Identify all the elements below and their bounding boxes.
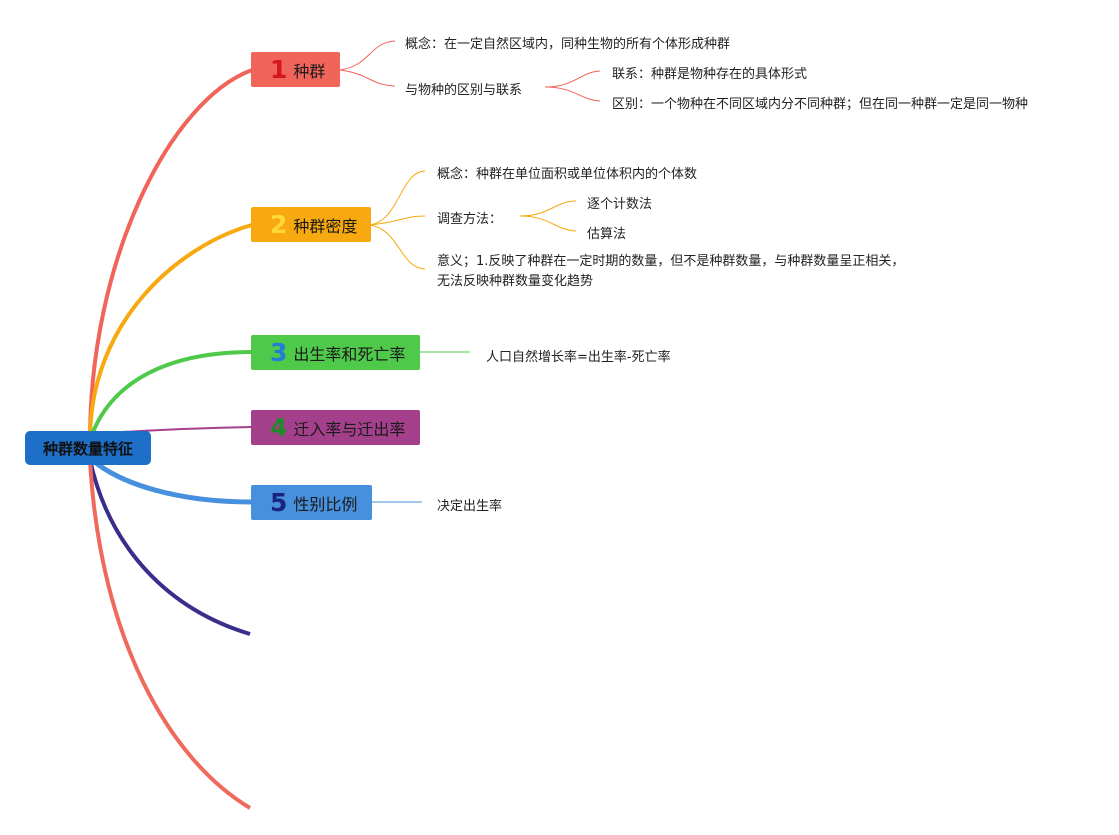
branch-5 [88,456,253,505]
branch-1 [88,68,253,441]
topic-5[interactable]: 5 性别比例 [251,485,372,520]
root-node[interactable]: 种群数量特征 [25,431,151,465]
number-2-icon: 2 [270,210,288,239]
topic-1-label: 种群 [293,61,326,81]
branch-extra-red [88,459,252,810]
t1-diff: 区别：一个物种在不同区域内分不同种群；但在同一种群一定是同一物种 [612,97,1029,112]
t5-note: 决定出生率 [437,499,503,514]
branch-3 [88,350,253,441]
number-3-icon: 3 [270,338,288,367]
t1-concept: 概念：在一定自然区域内，同种生物的所有个体形成种群 [405,37,731,52]
topic-3-label: 出生率和死亡率 [293,344,406,364]
topic-2[interactable]: 2 种群密度 [251,207,371,242]
topic-1[interactable]: 1 种群 [251,52,340,87]
topic-3[interactable]: 3 出生率和死亡率 [251,335,420,370]
number-4-icon: 4 [270,413,288,442]
t2-method: 调查方法： [437,212,503,227]
branch-extra-purple [88,459,251,636]
t2-concept: 概念：种群在单位面积或单位体积内的个体数 [437,167,698,182]
t1-relation: 与物种的区别与联系 [405,83,523,98]
topic-5-label: 性别比例 [293,494,358,514]
t2-method-1: 逐个计数法 [587,197,653,212]
number-1-icon: 1 [270,55,288,84]
t1-link: 联系：种群是物种存在的具体形式 [612,67,808,82]
topic-2-label: 种群密度 [293,216,358,236]
number-5-icon: 5 [270,488,288,517]
t2-method-2: 估算法 [587,227,627,242]
t3-formula: 人口自然增长率=出生率-死亡率 [486,350,671,365]
t2-meaning: 意义；1.反映了种群在一定时期的数量，但不是种群数量，与种群数量呈正相关，无法反… [437,254,905,289]
topic-4-label: 迁入率与迁出率 [293,419,406,439]
topic-4[interactable]: 4 迁入率与迁出率 [251,410,420,445]
branch-2 [88,223,253,441]
